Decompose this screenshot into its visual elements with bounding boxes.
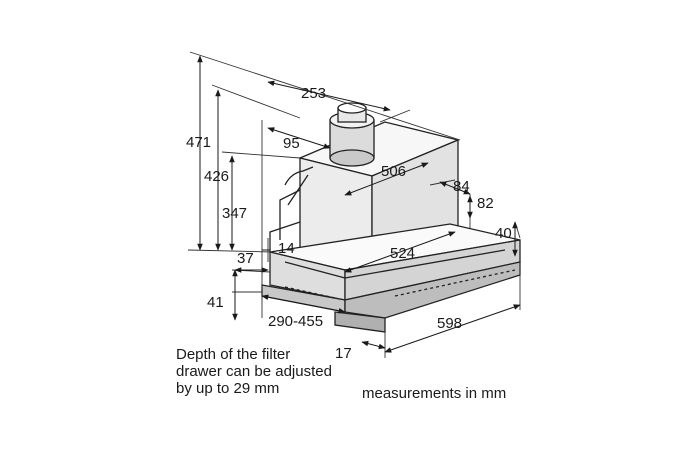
label-37: 37	[237, 250, 254, 267]
dimension-labels: 471 426 347 253 95 506 84 82 40 524 14 3…	[186, 85, 512, 362]
duct-collar	[329, 102, 375, 167]
hood-body	[261, 121, 521, 333]
label-17: 17	[335, 345, 352, 362]
drawer-note: Depth of the filter drawer can be adjust…	[176, 346, 332, 397]
label-41: 41	[207, 294, 224, 311]
drawer-note-line-3: by up to 29 mm	[176, 380, 280, 397]
label-506: 506	[381, 163, 406, 180]
drawer-note-line-2: drawer can be adjusted	[176, 363, 332, 380]
label-524: 524	[390, 245, 415, 262]
label-347: 347	[222, 205, 247, 222]
label-40: 40	[495, 225, 512, 242]
label-95: 95	[283, 135, 300, 152]
units-note: measurements in mm	[362, 385, 507, 402]
dimension-lines	[197, 55, 521, 353]
label-84: 84	[453, 178, 470, 195]
label-14: 14	[278, 240, 295, 257]
label-471: 471	[186, 134, 211, 151]
label-426: 426	[204, 168, 229, 185]
label-290-455: 290-455	[268, 313, 323, 330]
drawer-note-line-1: Depth of the filter	[176, 346, 291, 363]
label-82: 82	[477, 195, 494, 212]
label-598: 598	[437, 315, 462, 332]
label-253: 253	[301, 85, 326, 102]
